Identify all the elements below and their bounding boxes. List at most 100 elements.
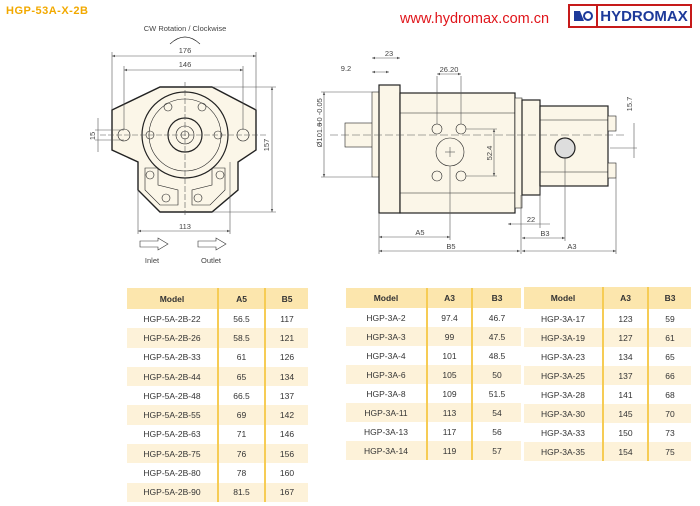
side-view (321, 56, 637, 254)
table-cell: 123 (602, 309, 648, 328)
table-cell: HGP-3A-6 (346, 365, 427, 384)
dim-a3: A3 (567, 242, 576, 251)
table-cell: HGP-3A-13 (364, 426, 408, 437)
dim-b5: B5 (446, 242, 455, 251)
logo-text: HYDROMAX (600, 7, 688, 25)
column-header: A3 (426, 288, 472, 308)
table-cell: 126 (264, 347, 308, 367)
table-cell: HGP-3A-33 (541, 427, 585, 438)
column-header: B3 (471, 288, 521, 308)
table-cell: 160 (264, 463, 308, 483)
table-cell: 57 (471, 441, 521, 460)
table-cell: 145 (602, 404, 648, 423)
table-cell: HGP-5A-2B-33 (143, 352, 201, 363)
table-cell: 68 (647, 385, 691, 404)
table-cell: 113 (426, 403, 472, 422)
table-cell: HGP-5A-2B-90 (127, 482, 218, 502)
table-cell: 58.5 (217, 328, 265, 348)
column-header: Model (127, 288, 218, 309)
front-view (95, 36, 276, 234)
table-cell: 105 (426, 365, 472, 384)
table-cell: 66.5 (217, 386, 265, 406)
dim-23: 23 (385, 49, 393, 58)
table-cell: HGP-5A-2B-63 (143, 429, 201, 440)
table-cell: 51.5 (471, 384, 521, 403)
table-cell: HGP-5A-2B-75 (127, 444, 218, 464)
dim-52-4: 52.4 (485, 146, 494, 161)
column-header: Model (346, 288, 427, 308)
table-cell: HGP-3A-8 (366, 388, 406, 399)
dim-146: 146 (179, 60, 192, 69)
outlet-arrow-icon (197, 237, 227, 251)
table-cell: 117 (264, 309, 308, 329)
table-cell: HGP-5A-2B-55 (127, 405, 218, 425)
table-cell: 61 (647, 328, 691, 347)
table-cell: 66 (647, 366, 691, 385)
column-header: B5 (264, 288, 308, 309)
table-cell: 156 (264, 444, 308, 464)
table-cell: HGP-3A-17 (541, 313, 585, 324)
column-header: A3 (602, 287, 648, 309)
website-link[interactable]: www.hydromax.com.cn (400, 11, 550, 27)
dim-113: 113 (179, 222, 191, 231)
table-cell: 142 (264, 405, 308, 425)
table-cell: 75 (647, 442, 691, 461)
table-cell: HGP-3A-35 (524, 442, 603, 461)
table-cell: HGP-3A-14 (346, 441, 427, 460)
rotation-label: CW Rotation / Clockwise (144, 24, 227, 33)
table-cell: 121 (264, 328, 308, 348)
table-cell: 78 (217, 463, 265, 483)
logo-icon (570, 6, 598, 26)
dim-22: 22 (527, 215, 535, 224)
table-cell: HGP-5A-2B-26 (127, 328, 218, 348)
product-title: HGP-53A-X-2B (6, 5, 89, 17)
inlet-label: Inlet (145, 256, 160, 265)
table-cell: 97.4 (426, 308, 472, 327)
inlet-arrow-icon (139, 237, 169, 251)
table-cell: 134 (602, 347, 648, 366)
table-cell: HGP-5A-2B-44 (127, 366, 218, 387)
table-cell: 65 (217, 366, 265, 387)
table-cell: 71 (217, 424, 265, 445)
brand-logo: HYDROMAX (568, 4, 692, 28)
dim-176: 176 (179, 46, 192, 55)
table-cell: HGP-5A-2B-48 (143, 390, 201, 401)
table-cell: HGP-3A-11 (346, 403, 427, 422)
table-cell: 137 (264, 386, 308, 406)
table-cell: HGP-3A-3 (346, 327, 427, 346)
table-cell: HGP-3A-30 (524, 404, 603, 423)
table-cell: HGP-5A-2B-80 (143, 468, 201, 479)
dim-b3: B3 (540, 229, 549, 238)
table-cell: 56 (471, 422, 521, 441)
table-cell: 69 (217, 405, 265, 425)
table-cell: 141 (602, 385, 648, 404)
table-cell: 50 (471, 365, 521, 384)
technical-drawing: CW Rotation / Clockwise 176 146 15 157 1… (88, 24, 637, 265)
table-cell: 119 (426, 441, 472, 460)
dim-15: 15 (88, 132, 97, 140)
